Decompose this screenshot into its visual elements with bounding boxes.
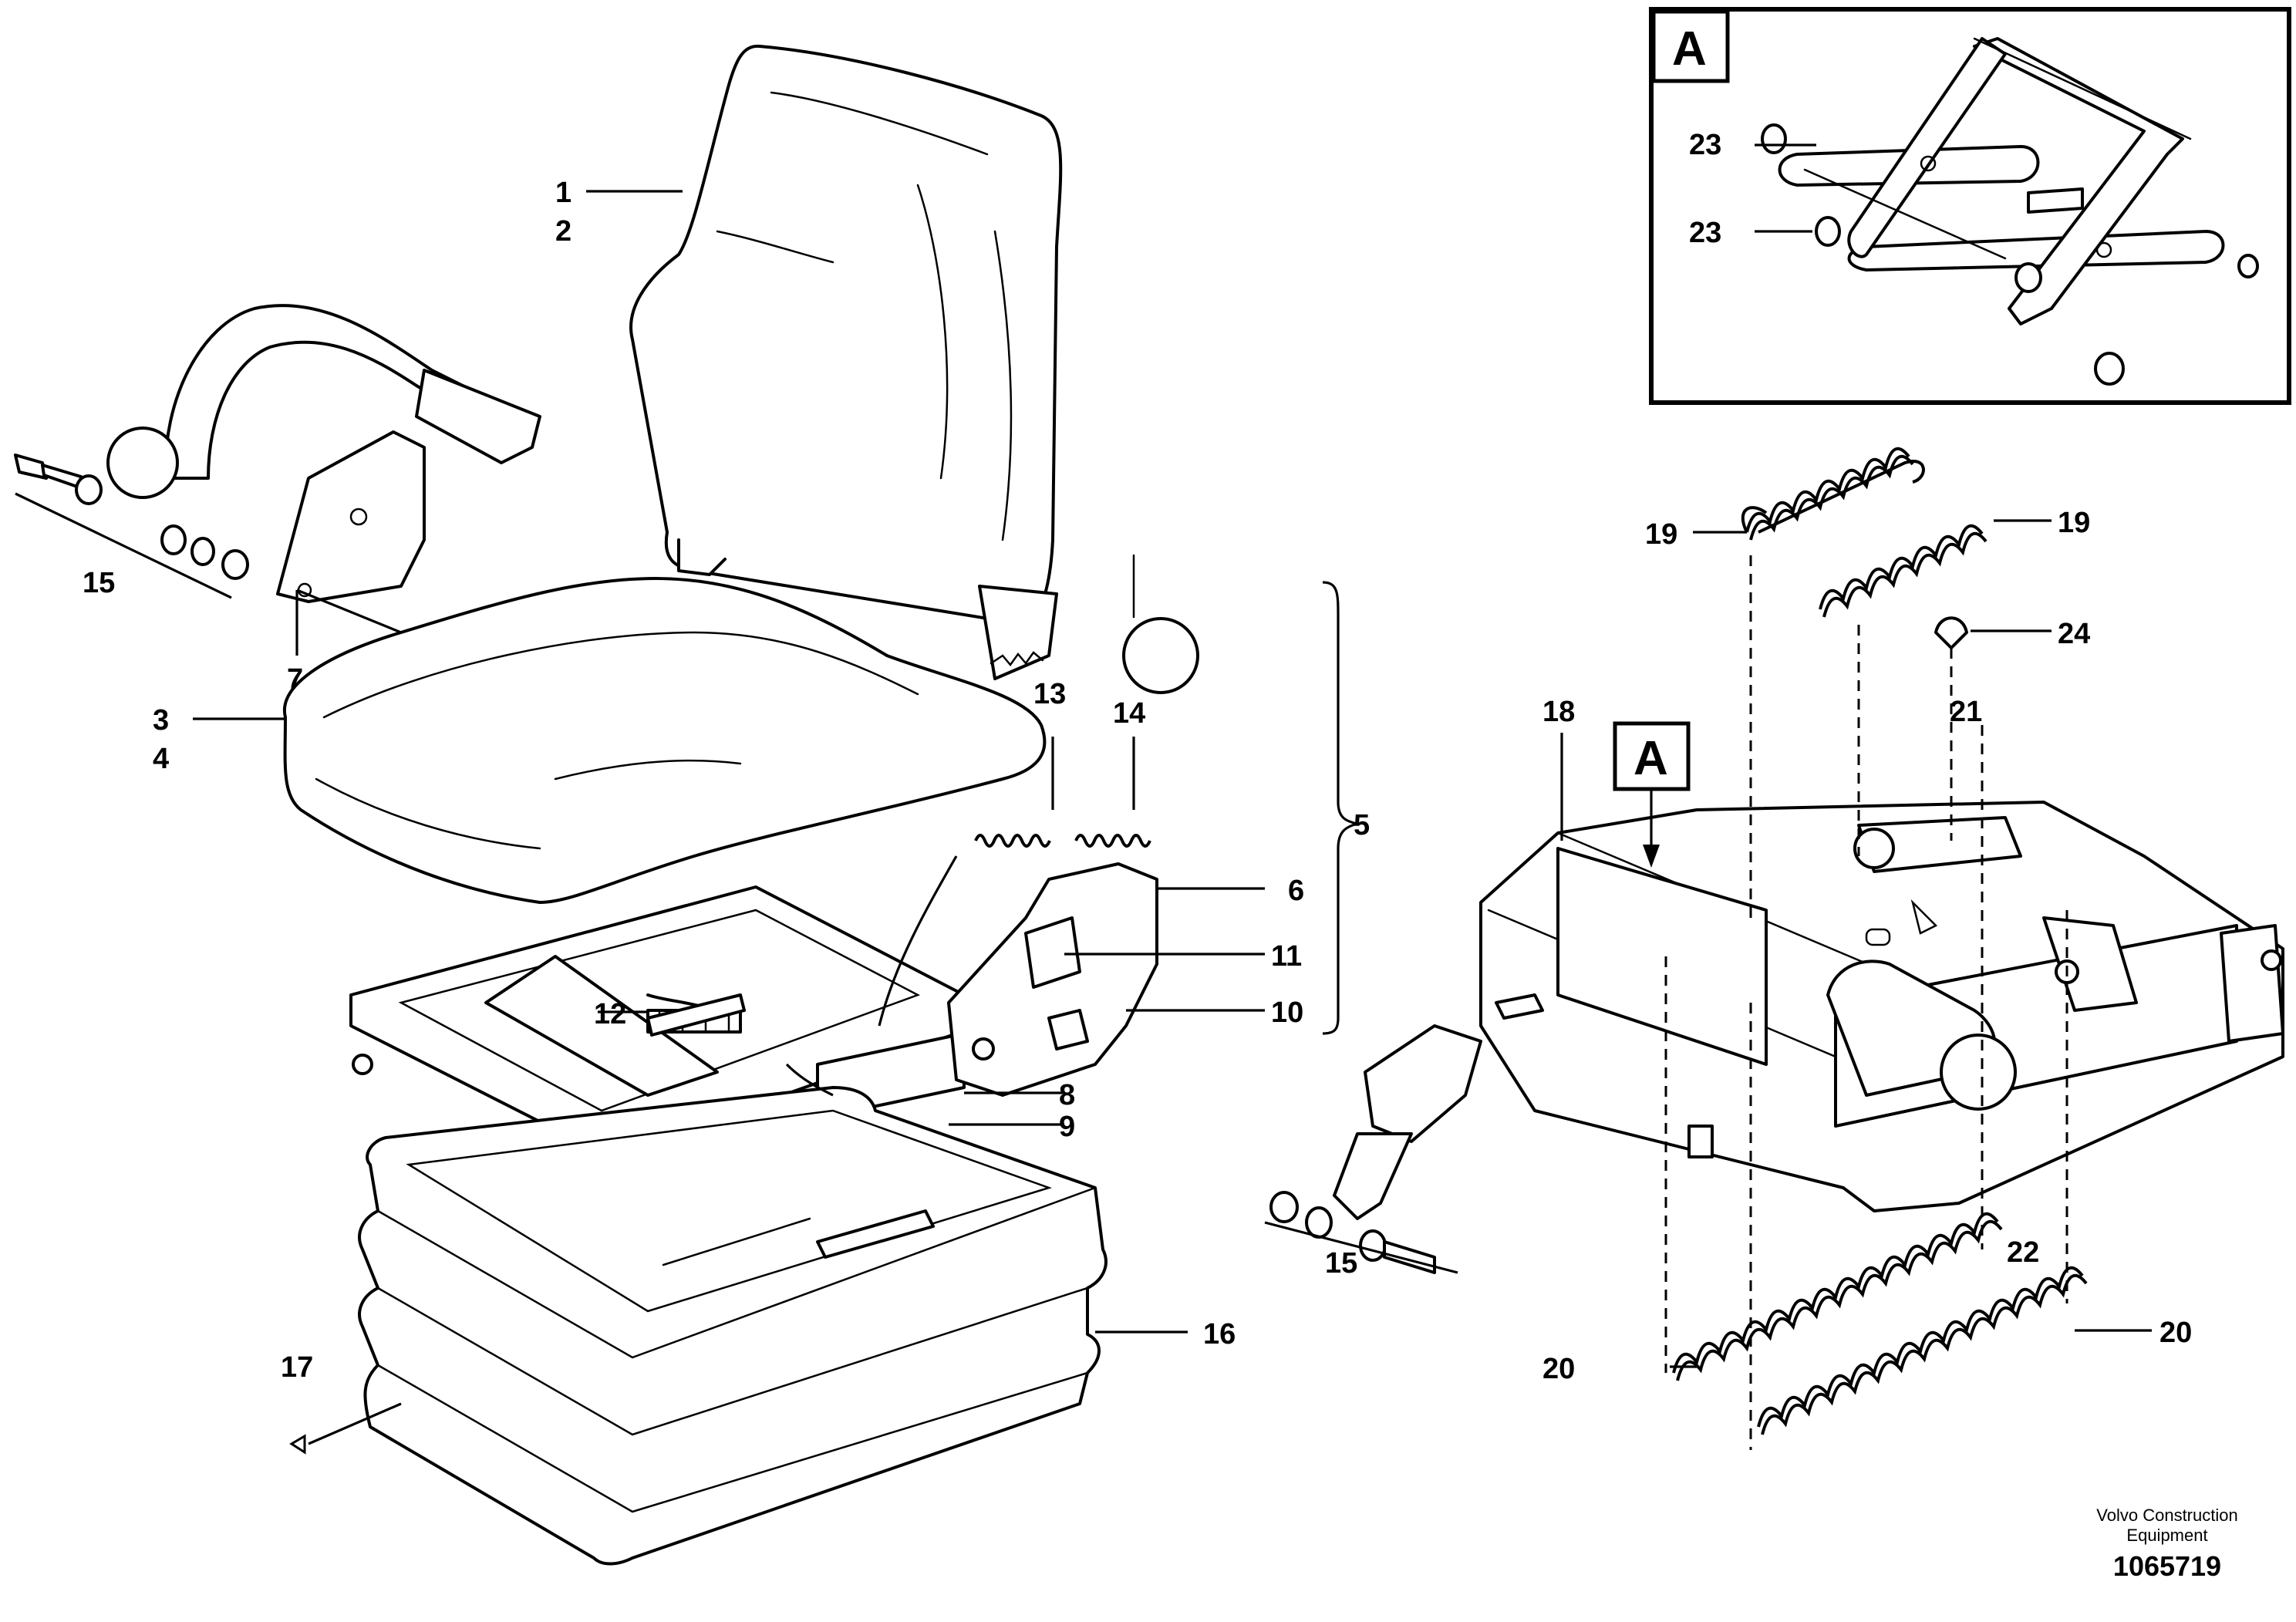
callout-23-top: 23	[1689, 129, 1721, 161]
callout-23-bottom: 23	[1689, 217, 1721, 249]
callout-20-right: 20	[2159, 1317, 2192, 1349]
footer: Volvo Construction Equipment 1065719	[2096, 1506, 2237, 1582]
callout-5: 5	[1354, 809, 1370, 841]
detail-a-inset-label: A	[1672, 22, 1707, 76]
callout-14: 14	[1113, 697, 1145, 730]
callout-8: 8	[1059, 1079, 1075, 1111]
callout-22: 22	[2007, 1236, 2039, 1269]
arrow-to-lever	[785, 1063, 834, 1097]
callout-3: 3	[153, 704, 169, 737]
pin-24	[1934, 616, 1968, 649]
bellows	[358, 1086, 1108, 1566]
callout-19-right: 19	[2058, 507, 2090, 539]
callout-24: 24	[2058, 618, 2090, 650]
callout-9: 9	[1059, 1111, 1075, 1143]
callout-21: 21	[1950, 696, 1982, 728]
detail-a-inset	[1649, 7, 2291, 405]
latch-part	[646, 993, 746, 1037]
side-bracket	[947, 862, 1158, 1097]
callout-4: 4	[153, 743, 169, 775]
backrest	[629, 44, 1063, 680]
callout-6: 6	[1288, 875, 1304, 907]
callout-7: 7	[287, 663, 303, 696]
callout-10: 10	[1271, 996, 1303, 1029]
callouts: 1 2 3 4 5 6 7 8 9 10 11 12 13 14 15 15 1…	[83, 22, 2192, 1385]
company-name-line1: Volvo Construction	[2096, 1506, 2237, 1525]
springs-lower	[1672, 1212, 2088, 1435]
springs-upper	[1741, 447, 1988, 618]
callout-1: 1	[555, 177, 571, 209]
detail-a-pointer-label: A	[1633, 732, 1668, 785]
callout-13: 13	[1033, 678, 1066, 710]
callout-18: 18	[1542, 696, 1575, 728]
company-name-line2: Equipment	[2126, 1526, 2207, 1545]
callout-15-left: 15	[83, 567, 115, 599]
guide-lines	[1664, 555, 2068, 1450]
callout-19-left: 19	[1645, 518, 1677, 551]
callout-15-right: 15	[1325, 1247, 1357, 1280]
leader-lines	[193, 143, 2152, 1455]
callout-16: 16	[1203, 1318, 1236, 1351]
callout-2: 2	[555, 215, 571, 248]
arrow-to-spring	[878, 855, 958, 1027]
suspension-mechanism	[1479, 801, 2284, 1212]
callout-17: 17	[281, 1351, 313, 1384]
seat-cushion	[282, 577, 1047, 904]
detail-a-pointer	[1613, 721, 1691, 868]
callout-20-left: 20	[1542, 1353, 1575, 1385]
bracket-5	[1322, 581, 1358, 1035]
adjustment-knob	[1122, 554, 1199, 694]
drawing-number: 1065719	[2113, 1550, 2221, 1582]
seatbelt-retractor	[106, 304, 541, 603]
bolt-washers-left	[14, 454, 249, 599]
small-springs	[974, 834, 1151, 848]
callout-12: 12	[594, 998, 626, 1030]
callout-11: 11	[1271, 940, 1302, 973]
belt-buckle	[1264, 1024, 1482, 1274]
